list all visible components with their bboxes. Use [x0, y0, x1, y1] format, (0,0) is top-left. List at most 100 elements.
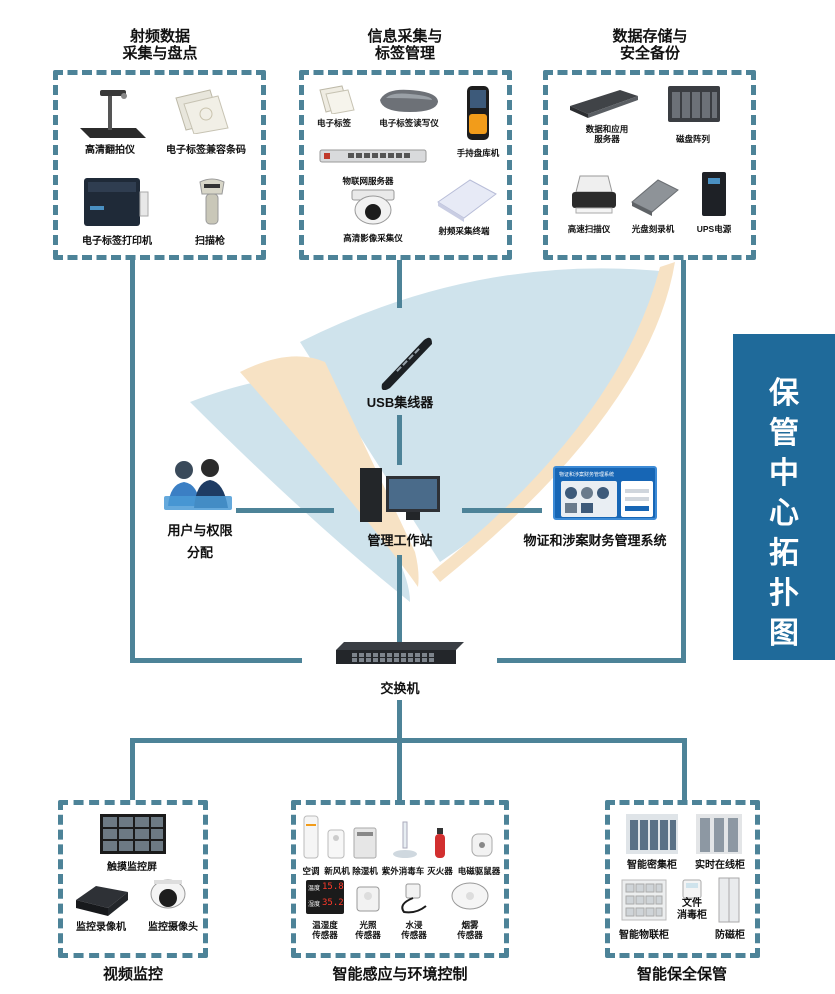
device-label-disc-burner: 光盘刻录机 — [631, 224, 675, 234]
connector-switch-down — [397, 700, 402, 740]
anti-magnetic-cabinet-icon — [718, 877, 740, 923]
device-label-ac: 空调 — [302, 866, 320, 876]
disinfection-cabinet-icon — [682, 879, 702, 899]
device-label-hd-camera: 高清影像采集仪 — [343, 233, 403, 243]
device-label-iot-server: 物联网服务器 — [342, 176, 394, 186]
rf-terminal-icon — [437, 179, 497, 222]
hd-image-camera-icon — [351, 189, 395, 225]
connector-bus-mid — [397, 738, 402, 803]
network-switch-icon — [336, 642, 464, 664]
barcode-scanner-icon — [199, 178, 225, 225]
th-temp-value: 15.8 — [322, 882, 344, 892]
title-panel: 保 管 中 心 拓 扑 图 — [733, 334, 835, 660]
disc-burner-icon — [631, 179, 679, 216]
device-label-uv-cart: 紫外消毒车 — [381, 866, 425, 876]
group-title-storage: 数据存储与 安全备份 — [612, 28, 688, 62]
rack-server-icon — [570, 90, 638, 118]
connector-bus-left — [130, 738, 135, 803]
smoke-detector-icon — [451, 882, 489, 910]
group-title-info: 信息采集与 标签管理 — [367, 28, 443, 62]
th-temp-label: 温度 — [308, 886, 321, 892]
connector-ws-to-switch — [397, 555, 402, 645]
document-camera-icon — [80, 90, 146, 138]
group-box-sensing — [291, 800, 509, 958]
online-cabinet-icon — [696, 814, 742, 854]
group-title-rfid: 射频数据 采集与盘点 — [122, 28, 198, 62]
device-label-disk-array: 磁盘阵列 — [675, 134, 710, 144]
device-label-touch-screen: 触摸监控屏 — [107, 862, 157, 873]
device-label-ip-camera: 监控摄像头 — [148, 922, 198, 933]
compact-shelving-icon — [626, 814, 678, 854]
group-title-sensing: 智能感应与环境控制 — [332, 966, 468, 983]
air-conditioner-icon — [303, 815, 319, 859]
iot-server-icon — [319, 149, 427, 163]
connector-usb-to-ws — [397, 415, 402, 465]
workstation-icon — [360, 468, 440, 522]
connector-top-to-usb — [397, 258, 402, 308]
device-label-ups: UPS电源 — [696, 224, 732, 234]
device-label-disinfection-cabinet: 文件 消毒柜 — [677, 898, 707, 921]
topology-title: 保 管 中 心 拓 扑 图 — [769, 377, 799, 650]
dehumidifier-icon — [353, 827, 377, 859]
connector-right-horizontal — [462, 508, 542, 513]
device-label-dehumidifier: 除湿机 — [352, 866, 378, 876]
group-title-custody: 智能保全保管 — [636, 966, 727, 983]
monitor-wall-icon — [100, 814, 166, 854]
system-screen-title: 物证和涉案财务管理系统 — [559, 472, 615, 478]
system-login-panel — [621, 481, 653, 517]
device-label-rfid-tag: 电子标签 — [316, 118, 351, 128]
device-label-handheld: 手持盘库机 — [456, 148, 500, 158]
dome-camera-icon — [150, 879, 186, 909]
fire-extinguisher-icon — [435, 828, 445, 858]
device-label-light-sensor: 光照 传感器 — [355, 920, 381, 940]
connector-bottom-right — [497, 658, 686, 663]
device-label-leak-sensor: 水浸 传感器 — [401, 920, 427, 940]
water-leak-sensor-icon — [401, 883, 427, 914]
users-icon — [164, 459, 232, 510]
rodent-repeller-icon — [471, 833, 493, 857]
device-label-scanner-gun: 扫描枪 — [195, 236, 225, 247]
group-box-rfid — [53, 70, 266, 260]
nvr-icon — [76, 886, 128, 916]
th-humidity-label: 湿度 — [308, 902, 321, 908]
workstation-label: 管理工作站 — [367, 533, 433, 548]
usb-hub-icon — [381, 337, 432, 390]
fresh-air-unit-icon — [327, 829, 345, 859]
group-box-storage — [543, 70, 756, 260]
connector-bottom-left — [130, 658, 302, 663]
device-label-rfid-reader: 电子标签读写仪 — [379, 118, 439, 128]
connector-left-vertical — [130, 258, 135, 663]
device-label-rfid-barcode: 电子标签兼容条码 — [166, 145, 246, 156]
management-system-screen: 物证和涉案财务管理系统 — [553, 466, 657, 520]
management-system-label: 物证和涉案财务管理系统 — [523, 533, 667, 548]
device-label-compact-shelving: 智能密集柜 — [627, 860, 677, 871]
connector-bus-right — [682, 738, 687, 803]
handheld-terminal-icon — [467, 86, 489, 140]
label-printer-icon — [84, 178, 149, 226]
ups-icon — [702, 172, 726, 216]
th-humidity-value: 35.2 — [322, 898, 344, 908]
user-permission-label: 用户与权限 分配 — [167, 523, 233, 560]
th-sensor-display: 温度 15.8 湿度 35.2 — [306, 880, 344, 914]
switch-label: 交换机 — [380, 681, 420, 696]
rfid-tag-card-icon — [175, 89, 229, 134]
device-label-repeller: 电磁驱鼠器 — [457, 866, 501, 876]
usb-hub-label: USB集线器 — [366, 395, 434, 410]
device-label-online-cabinet: 实时在线柜 — [695, 860, 745, 871]
device-label-nvr: 监控录像机 — [76, 922, 126, 933]
rfid-tag-icon — [319, 85, 355, 114]
group-title-video: 视频监控 — [102, 966, 163, 983]
high-speed-scanner-icon — [572, 175, 616, 214]
connector-right-vertical — [681, 258, 686, 663]
disk-array-icon — [668, 86, 720, 122]
rfid-reader-icon — [380, 89, 438, 112]
device-label-doc-camera: 高清翻拍仪 — [85, 145, 135, 156]
uv-disinfection-cart-icon — [393, 821, 417, 858]
light-sensor-icon — [356, 886, 380, 912]
device-label-smoke-sensor: 烟雾 传感器 — [457, 920, 483, 940]
device-label-rf-terminal: 射频采集终端 — [438, 226, 490, 236]
device-label-label-printer: 电子标签打印机 — [82, 236, 152, 247]
device-label-app-server: 数据和应用 服务器 — [585, 124, 629, 144]
connector-bottom-bus — [130, 738, 687, 743]
device-label-hs-scanner: 高速扫描仪 — [567, 224, 611, 234]
